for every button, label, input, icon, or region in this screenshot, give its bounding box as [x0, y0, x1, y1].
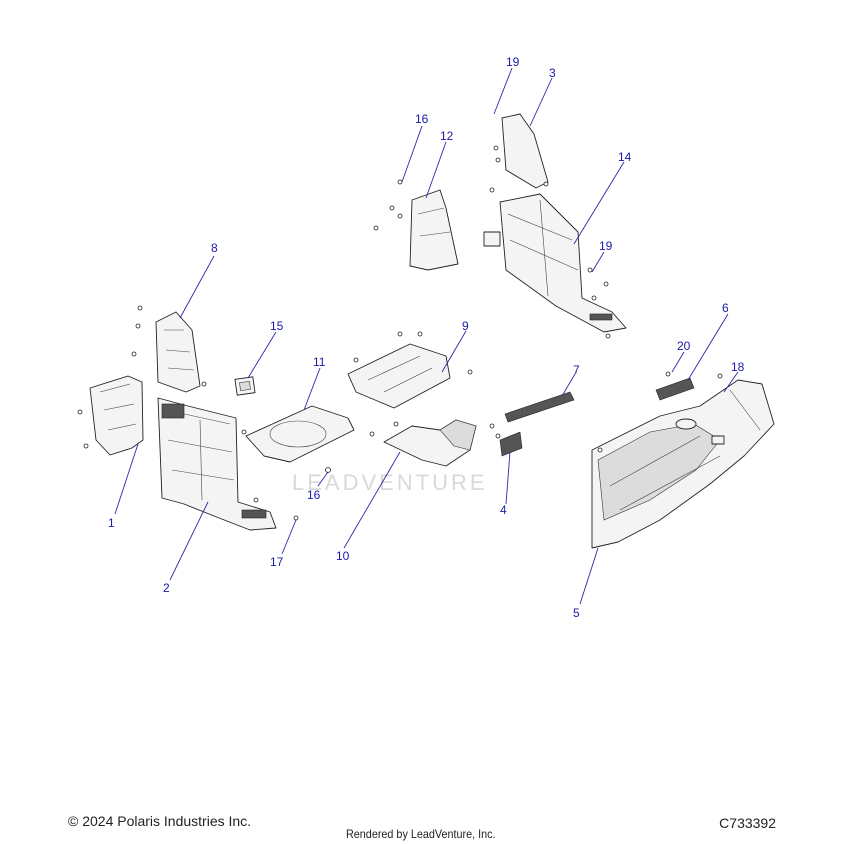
- callout-15[interactable]: 15: [270, 319, 284, 333]
- leader-lines: [114, 67, 739, 605]
- callout-5[interactable]: 5: [573, 606, 580, 620]
- callout-11[interactable]: 11: [313, 355, 326, 369]
- part-2-left-rocker-panel[interactable]: [157, 397, 277, 531]
- part-1-left-kick-panel[interactable]: [89, 375, 144, 456]
- callout-6[interactable]: 6: [722, 301, 729, 315]
- part-11-floor-plate[interactable]: [245, 405, 355, 463]
- callout-1[interactable]: 1: [108, 516, 115, 530]
- part-7-floor-grille[interactable]: [504, 391, 575, 423]
- callout-17[interactable]: 17: [270, 555, 284, 569]
- diagram-id-text: C733392: [719, 815, 776, 831]
- callout-10[interactable]: 10: [336, 549, 350, 563]
- part-6-rear-grille[interactable]: [655, 377, 695, 401]
- callout-2[interactable]: 2: [163, 581, 170, 595]
- callout-9[interactable]: 9: [462, 319, 469, 333]
- callout-3[interactable]: 3: [549, 66, 556, 80]
- part-4-small-grille[interactable]: [499, 431, 523, 457]
- watermark: LEADVENTURE: [292, 470, 488, 495]
- callout-20[interactable]: 20: [677, 339, 691, 353]
- callout-8[interactable]: 8: [211, 241, 218, 255]
- part-12-rear-pillar-trim[interactable]: [409, 189, 459, 271]
- callout-7[interactable]: 7: [573, 363, 580, 377]
- part-14-right-rocker-panel[interactable]: [483, 193, 627, 333]
- callout-labels: 1 2 3 4 5 6 7 8 9 10 11 12 14 15 16 16 1…: [108, 55, 745, 620]
- part-10-center-tunnel-cover[interactable]: [383, 419, 477, 467]
- part-5-rear-floor-tub[interactable]: [591, 379, 775, 549]
- callout-14[interactable]: 14: [618, 150, 632, 164]
- part-9-upper-floor-plate[interactable]: [347, 343, 451, 409]
- part-3-right-pillar-trim[interactable]: [501, 113, 549, 189]
- fastener-group: [77, 145, 723, 521]
- callout-19-right[interactable]: 19: [599, 239, 613, 253]
- part-15-grommet[interactable]: [234, 376, 256, 396]
- callout-16-lower[interactable]: 16: [307, 488, 321, 502]
- callout-19-upper[interactable]: 19: [506, 55, 520, 69]
- part-8-left-pillar-trim[interactable]: [155, 311, 201, 393]
- callout-16-upper[interactable]: 16: [415, 112, 429, 126]
- copyright-text: © 2024 Polaris Industries Inc.: [68, 813, 252, 829]
- rendered-by-text: Rendered by LeadVenture, Inc.: [346, 827, 496, 841]
- callout-18[interactable]: 18: [731, 360, 745, 374]
- callout-4[interactable]: 4: [500, 503, 507, 517]
- callout-12[interactable]: 12: [440, 129, 454, 143]
